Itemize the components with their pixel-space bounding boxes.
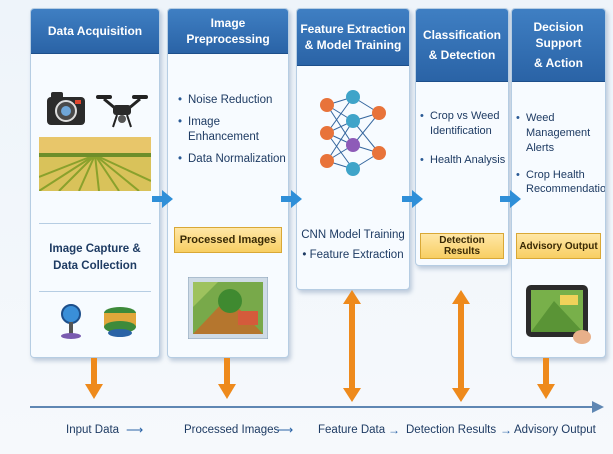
column-header: Data Acquisition (31, 9, 159, 54)
flow-label: Advisory Output (514, 424, 596, 436)
flow-label: Detection Results (406, 424, 497, 436)
flow-connector-arrow: ⟶ (126, 423, 144, 437)
column-classification: Classification & Detection Crop vs Weed … (415, 8, 509, 266)
output-band: Advisory Output (516, 233, 601, 259)
column-divider (39, 223, 151, 224)
bullet-item: Crop vs Weed Identification (420, 109, 508, 139)
column-title-line: Decision Support (533, 19, 584, 50)
column-title-line: & Action (534, 56, 583, 71)
flow-arrow (281, 190, 302, 208)
column-title-line: & Model Training (304, 38, 402, 52)
down-arrow (537, 358, 555, 399)
bullet-item: Noise Reduction (178, 93, 288, 109)
flow-label: Feature Data (318, 424, 386, 436)
column-divider (39, 291, 151, 292)
flow-connector-arrow: → (388, 423, 400, 437)
model-label: CNN Model Training (301, 229, 405, 241)
sensor-icon (101, 305, 139, 344)
bullet-item: Weed Management Alerts (516, 111, 604, 156)
bidirectional-arrow (343, 290, 361, 402)
sub-label: Image Capture & Data Collection (49, 243, 141, 273)
bullet-list: Crop vs Weed Identification Health Analy… (416, 109, 508, 174)
column-title: Data Acquisition (47, 23, 143, 38)
column-data-acquisition: Data Acquisition (30, 8, 160, 358)
column-decision-support: Decision Support & Action Weed Managemen… (511, 8, 606, 358)
down-arrow (85, 358, 103, 399)
flow-axis-line (30, 406, 598, 408)
bidirectional-arrow (452, 290, 470, 402)
bullet-item: Data Normalization (178, 152, 288, 168)
map-pin-icon (57, 303, 85, 346)
drone-icon (93, 91, 151, 136)
output-band: Processed Images (174, 227, 282, 253)
column-header: Image Preprocessing (168, 9, 288, 54)
tablet-icon (524, 281, 594, 352)
model-bullet: • Feature Extraction (302, 249, 404, 261)
column-header: Feature Extraction & Model Training (297, 9, 409, 66)
flow-connector-arrow: → (500, 423, 512, 437)
column-title: Image Preprocessing (186, 15, 270, 46)
column-header: Decision Support & Action (512, 9, 605, 82)
flow-connector-arrow: ⟶ (276, 423, 294, 437)
output-band: Detection Results (420, 233, 504, 259)
flow-arrow (500, 190, 521, 208)
down-arrow (218, 358, 236, 399)
column-title-line: Feature Extraction (300, 21, 406, 36)
flow-arrow (402, 190, 423, 208)
flow-label: Processed Images (184, 424, 280, 436)
flow-axis-arrowhead (592, 401, 604, 413)
column-image-preprocessing: Image Preprocessing Noise Reduction Imag… (167, 8, 289, 358)
bullet-item: Crop Health Recommendation (516, 168, 605, 198)
bullet-item: Image Enhancement (178, 115, 288, 146)
neural-network-icon (315, 85, 391, 188)
bullet-list: Weed Management Alerts Crop Health Recom… (512, 111, 605, 203)
flow-label: Input Data (66, 424, 120, 436)
camera-icon (45, 89, 87, 132)
column-title-line: Classification (422, 27, 502, 42)
field-image (38, 137, 152, 196)
bullet-item: Health Analysis (420, 153, 508, 168)
processed-image (187, 276, 269, 344)
flow-arrow (152, 190, 173, 208)
column-header: Classification & Detection (416, 9, 508, 82)
column-feature-extraction: Feature Extraction & Model Training CNN … (296, 8, 410, 290)
bullet-list: Noise Reduction Image Enhancement Data N… (168, 93, 288, 173)
column-title-line: & Detection (428, 48, 496, 62)
